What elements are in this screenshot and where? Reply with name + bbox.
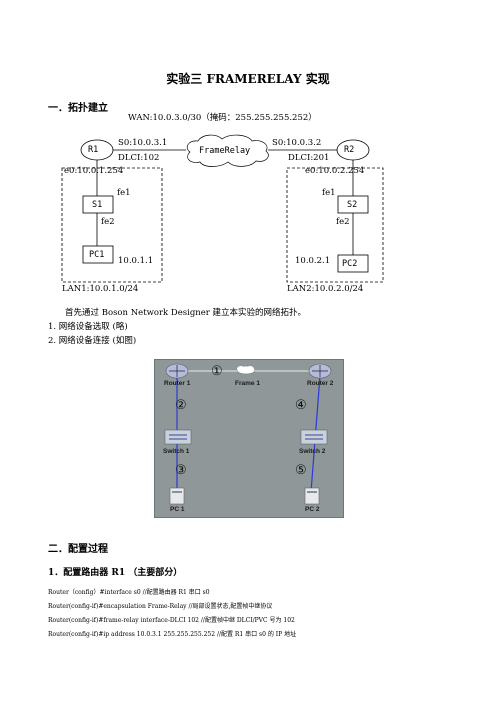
pc1-icon bbox=[169, 487, 185, 505]
lan2-label: LAN2:10.0.2.0/24 bbox=[287, 284, 364, 294]
section-heading-topology: 一．拓扑建立 bbox=[48, 103, 108, 114]
pc2-shape bbox=[337, 254, 369, 273]
fe1-right-label: fe1 bbox=[322, 188, 336, 198]
dlci-left-label: DLCI:102 bbox=[118, 153, 160, 163]
designer-screenshot: Router 1 Router 2 Frame 1 Switch 1 Switc… bbox=[154, 359, 344, 518]
code-line-1: Router（config）#interface s0 //配置路由器 R1 串… bbox=[48, 589, 210, 596]
step-1: 1. 网络设备选取 (略) bbox=[48, 322, 128, 332]
frame-relay-cloud-icon bbox=[186, 134, 269, 167]
switch2-caption: Switch 2 bbox=[299, 448, 326, 455]
marker-3: ③ bbox=[175, 463, 187, 478]
section-heading-config: 二．配置过程 bbox=[48, 544, 108, 555]
marker-2: ② bbox=[175, 398, 187, 413]
screenshot-graphics bbox=[164, 363, 332, 505]
lan1-label: LAN1:10.0.1.0/24 bbox=[62, 284, 139, 294]
s2-label: S2 bbox=[347, 200, 358, 210]
frame1-caption: Frame 1 bbox=[235, 380, 260, 387]
frame-relay-label: FrameRelay bbox=[199, 146, 251, 156]
marker-4: ④ bbox=[295, 398, 307, 413]
wan-label: WAN:10.0.3.0/30（掩码：255.255.255.252） bbox=[128, 113, 317, 123]
frame-cloud-icon bbox=[236, 365, 256, 375]
marker-1: ① bbox=[211, 364, 223, 379]
code-line-4: Router(config-if)#ip address 10.0.3.1 25… bbox=[48, 631, 297, 638]
switch2-icon bbox=[300, 429, 328, 445]
marker-5: ⑤ bbox=[295, 463, 307, 478]
s1-label: S1 bbox=[92, 200, 103, 210]
pc2-caption: PC 2 bbox=[305, 506, 320, 513]
pc1-caption: PC 1 bbox=[170, 506, 185, 513]
e0-right-label: e0:10.0.2.254 bbox=[305, 166, 365, 176]
pc1-shape bbox=[82, 245, 114, 264]
fe2-right-label: fe2 bbox=[336, 217, 350, 227]
router2-caption: Router 2 bbox=[307, 380, 334, 387]
s0-left-label: S0:10.0.3.1 bbox=[118, 138, 168, 148]
switch-s1-shape bbox=[82, 195, 114, 214]
lan2-box bbox=[286, 167, 384, 283]
fe2-left-label: fe2 bbox=[101, 217, 115, 227]
switch1-caption: Switch 1 bbox=[163, 448, 190, 455]
r2-label: R2 bbox=[344, 145, 355, 155]
step-2: 2. 网络设备连接 (如图) bbox=[48, 336, 137, 346]
r1-label: R1 bbox=[88, 145, 99, 155]
pc1-label: PC1 bbox=[89, 250, 105, 260]
subsection-heading-r1: 1．配置路由器 R1 （主要部分） bbox=[48, 568, 183, 578]
switch1-icon bbox=[164, 429, 192, 445]
router1-icon bbox=[165, 363, 189, 379]
pc2-label: PC2 bbox=[342, 259, 358, 269]
pc1-ip-label: 10.0.1.1 bbox=[118, 256, 154, 266]
code-line-3: Router(config-if)#frame-relay interface-… bbox=[48, 617, 295, 624]
router1-caption: Router 1 bbox=[164, 380, 191, 387]
e0-left-label: e0:10.0.1.254 bbox=[64, 166, 124, 176]
lan1-box bbox=[61, 167, 163, 283]
pc2-icon bbox=[304, 487, 320, 505]
page-title: 实验三 FRAMERELAY 实现 bbox=[166, 72, 330, 86]
s0-right-label: S0:10.0.3.2 bbox=[272, 138, 322, 148]
code-line-2: Router(config-if)#encapsulation Frame-Re… bbox=[48, 603, 273, 610]
topology-lines bbox=[61, 134, 384, 283]
fe1-left-label: fe1 bbox=[117, 188, 131, 198]
router2-icon bbox=[308, 363, 332, 379]
dlci-right-label: DLCI:201 bbox=[288, 153, 330, 163]
pc2-ip-label: 10.0.2.1 bbox=[295, 256, 331, 266]
intro-text: 首先通过 Boson Network Designer 建立本实验的网络拓扑。 bbox=[65, 308, 307, 318]
